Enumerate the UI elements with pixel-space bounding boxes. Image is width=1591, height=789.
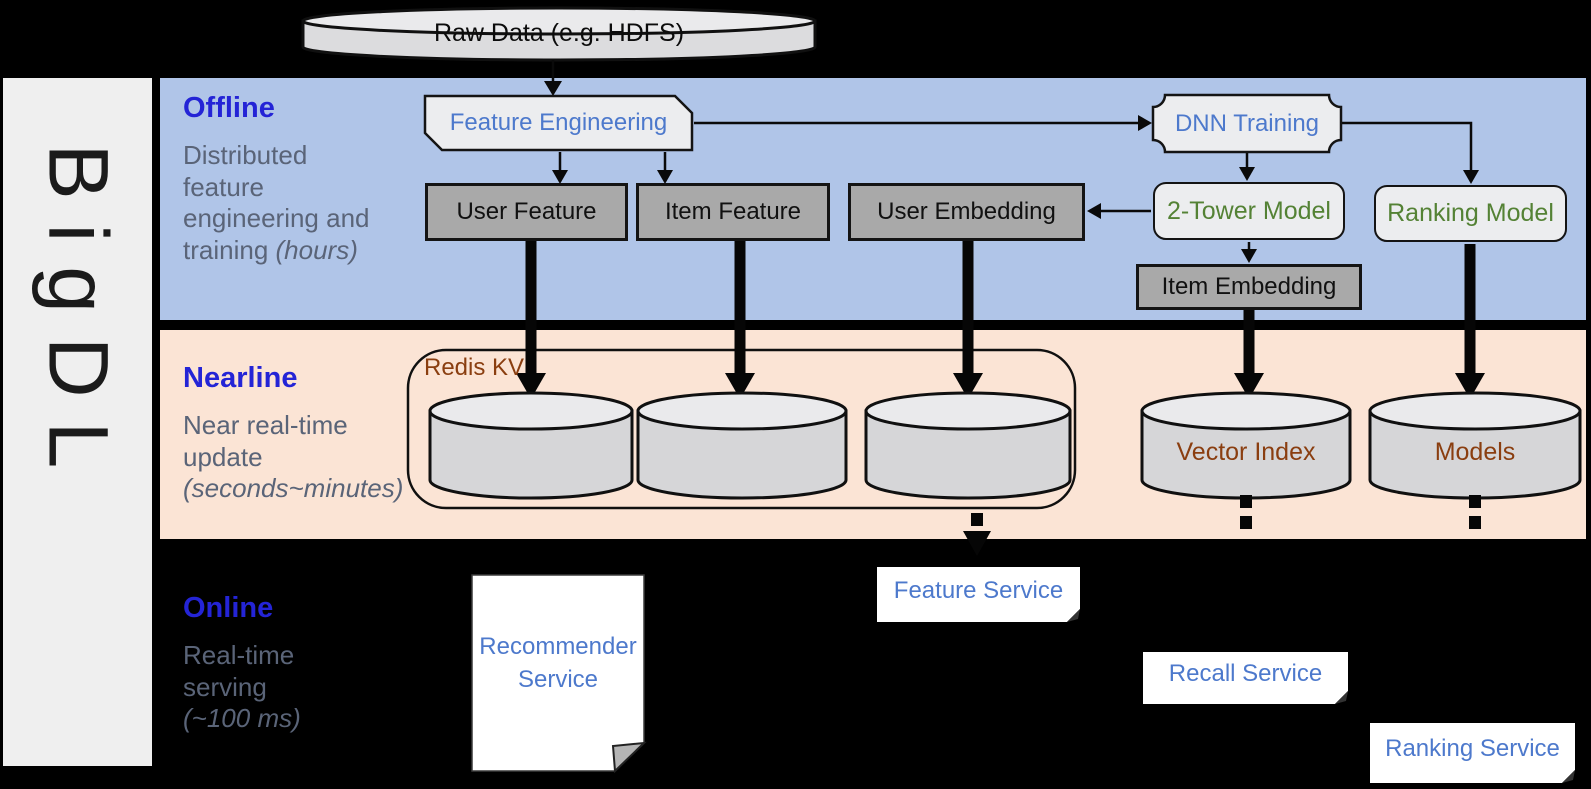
feature-engineering-node: Feature Engineering <box>449 109 668 136</box>
online-description: Real-time serving (~100 ms) <box>183 640 301 733</box>
nearline-description: Near real-time update (seconds~minutes) <box>183 410 404 503</box>
user-embedding-node: User Embedding <box>848 183 1085 241</box>
recommender-service-node: Recommender Service <box>479 633 637 693</box>
recall-service-node: Recall Service <box>1168 660 1323 687</box>
user-feature-node: User Feature <box>425 183 628 241</box>
thin-connectors <box>544 60 1479 263</box>
dnn-training-shape <box>1151 93 1343 154</box>
thick-pipelines <box>516 239 1485 399</box>
service-shapes <box>471 567 1575 783</box>
feature-engineering-shape <box>423 94 694 152</box>
bigdl-sidebar: BigDL <box>3 78 152 766</box>
vector-index-label: Vector Index <box>1176 437 1316 466</box>
nearline-title: Nearline <box>183 362 298 394</box>
raw-data-label: Raw Data (e.g. HDFS) <box>433 18 685 47</box>
ranking-model-node: Ranking Model <box>1374 185 1567 242</box>
two-tower-model-node: 2-Tower Model <box>1153 182 1345 240</box>
models-label: Models <box>1434 437 1516 466</box>
feature-service-node: Feature Service <box>893 577 1064 604</box>
redis-kv-label: Redis KV <box>424 354 525 381</box>
item-feature-node: Item Feature <box>636 183 830 241</box>
offline-title: Offline <box>183 92 275 124</box>
dnn-training-node: DNN Training <box>1174 109 1320 137</box>
online-title: Online <box>183 592 274 624</box>
nearline-cylinders <box>428 391 1582 500</box>
ranking-service-node: Ranking Service <box>1385 735 1560 762</box>
dashed-drops <box>963 495 1481 556</box>
raw-data-cylinder <box>301 6 817 62</box>
offline-description: Distributed feature engineering and trai… <box>183 140 370 265</box>
item-embedding-node: Item Embedding <box>1136 264 1362 310</box>
